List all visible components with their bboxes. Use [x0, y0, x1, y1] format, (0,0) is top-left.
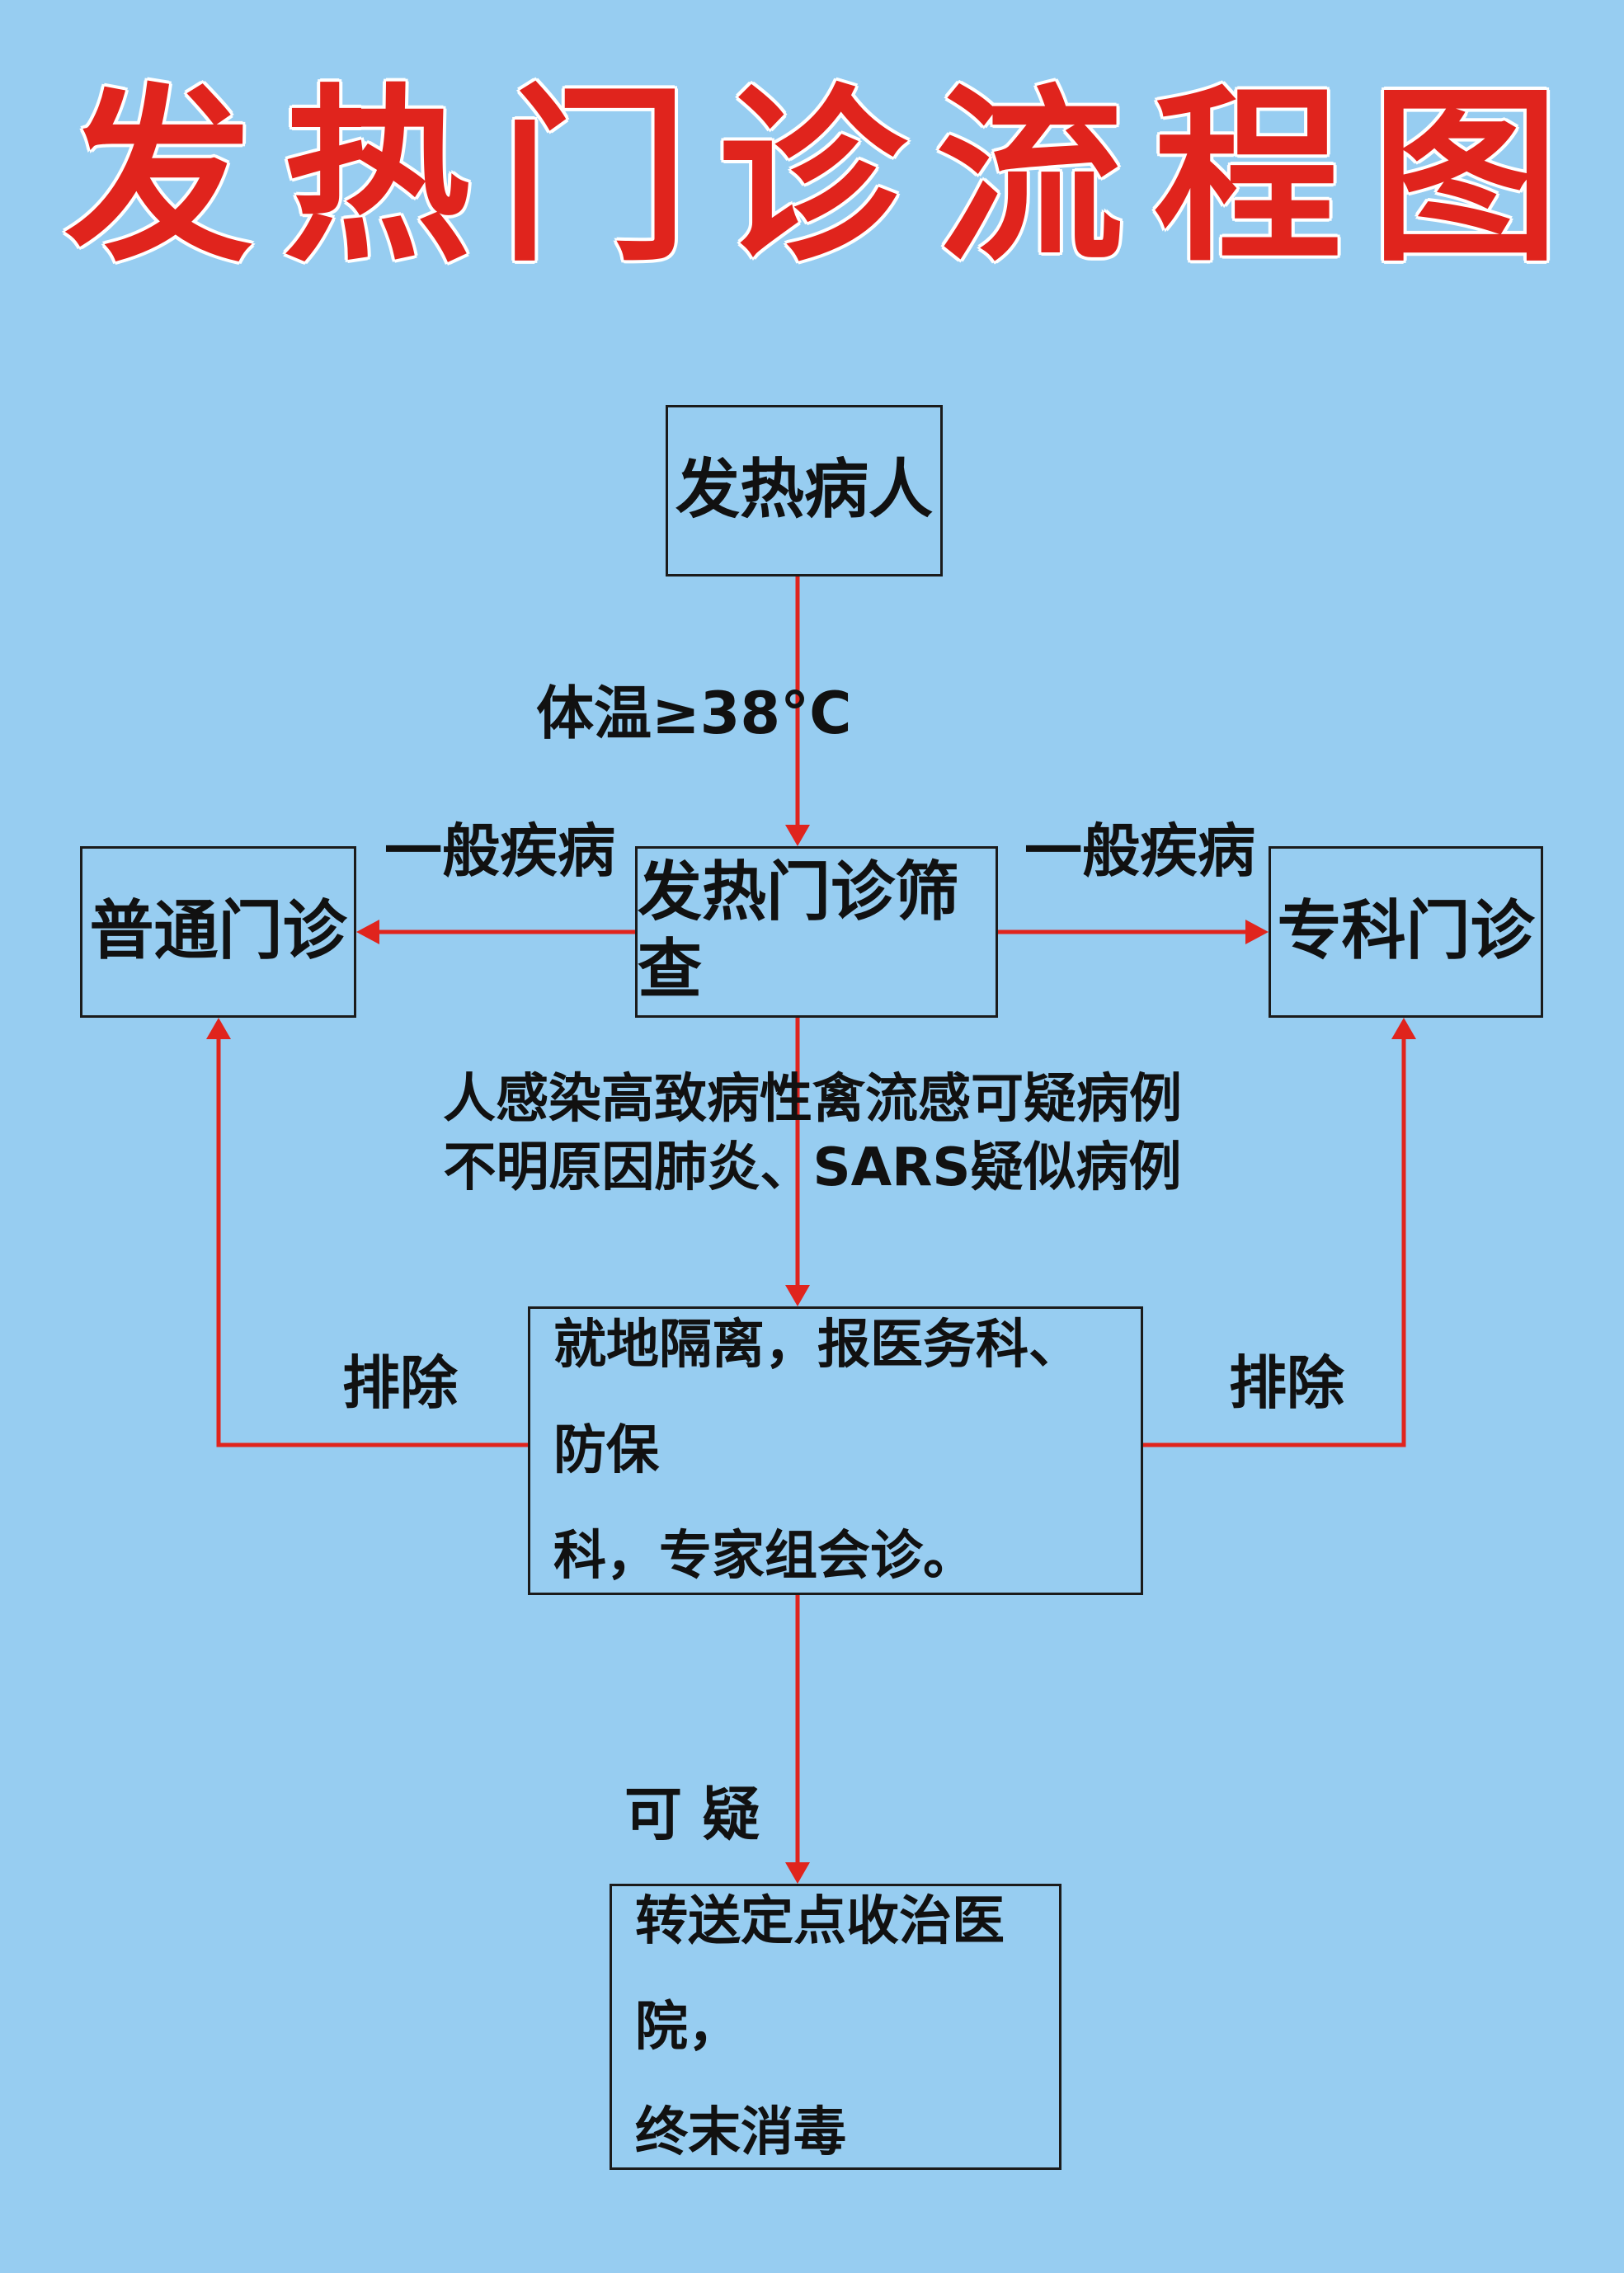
label-temperature: 体温≥38°C — [536, 680, 852, 747]
transfer-text-line2: 终末消毒 — [635, 2101, 846, 2163]
label-general-right: 一般疾病 — [1024, 817, 1255, 885]
arrowhead-exclude-specialist — [1391, 1018, 1416, 1039]
node-transfer: 转送定点收治医院， 终末消毒 — [610, 1884, 1061, 2170]
node-specialist-clinic: 专科门诊 — [1269, 846, 1543, 1018]
label-exclude-left: 排除 — [342, 1349, 458, 1417]
suspected-text-line2: 不明原因肺炎、SARS疑似病例 — [443, 1137, 1182, 1199]
node-general-clinic: 普通门诊 — [80, 846, 356, 1018]
arrow-exclude-to-general — [216, 1039, 528, 1447]
label-suspicious: 可 疑 — [624, 1781, 760, 1848]
isolation-text-line2: 科，专家组会诊。 — [553, 1526, 976, 1587]
arrowhead-general — [356, 920, 379, 944]
arrowhead-screening-top — [785, 825, 810, 846]
poster-title: 发热门诊流程图 — [64, 66, 1589, 287]
isolation-text-line1: 就地隔离，报医务科、防保 — [553, 1315, 1081, 1481]
transfer-text-line1: 转送定点收治医院， — [635, 1890, 1005, 2058]
node-fever-patient: 发热病人 — [666, 405, 943, 576]
label-suspected-cases: 人感染高致病性禽流感可疑病例 不明原因肺炎、SARS疑似病例 — [396, 1066, 1229, 1202]
arrowhead-isolation — [785, 1285, 810, 1306]
arrowhead-transfer — [785, 1862, 810, 1884]
label-exclude-right: 排除 — [1229, 1349, 1344, 1417]
node-isolation: 就地隔离，报医务科、防保 科，专家组会诊。 — [528, 1306, 1143, 1595]
node-fever-screening: 发热门诊筛查 — [635, 846, 998, 1018]
suspected-text-line1: 人感染高致病性禽流感可疑病例 — [443, 1069, 1182, 1130]
label-general-left: 一般疾病 — [384, 817, 615, 885]
arrowhead-specialist — [1245, 920, 1269, 944]
arrow-exclude-to-specialist — [1143, 1039, 1406, 1447]
arrowhead-exclude-general — [206, 1018, 231, 1039]
